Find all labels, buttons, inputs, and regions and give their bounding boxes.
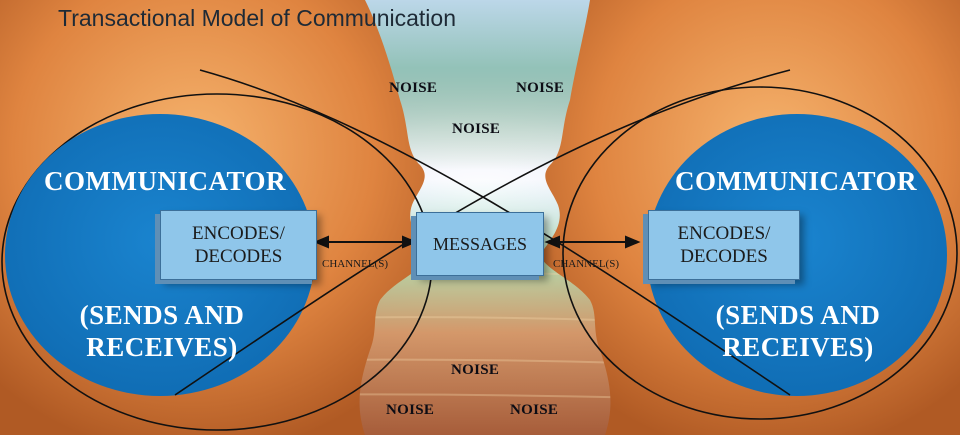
left-communicator-heading: COMMUNICATOR	[44, 166, 286, 196]
diagram-title: Transactional Model of Communication	[58, 5, 456, 31]
left-sub-line1: (SENDS AND	[79, 300, 245, 330]
right-outer-ellipse	[562, 86, 958, 420]
right-communicator-heading: COMMUNICATOR	[675, 166, 917, 196]
left-arrowhead-right	[402, 235, 418, 249]
right-arrowhead-right	[625, 235, 641, 249]
noise-label-bottom-left: NOISE	[386, 402, 435, 418]
right-communicator-subtitle: (SENDS AND RECEIVES)	[648, 299, 948, 363]
left-communicator-subtitle: (SENDS AND RECEIVES)	[12, 299, 312, 363]
noise-label-bottom-right: NOISE	[510, 402, 559, 418]
right-arrowhead-left	[544, 235, 560, 249]
right-box-line1: ENCODES/	[677, 223, 771, 244]
messages-box: MESSAGES	[416, 212, 544, 276]
noise-label-top-center: NOISE	[452, 121, 501, 137]
channel-arrows	[313, 235, 641, 249]
left-box-line2: DECODES	[194, 246, 283, 267]
noise-label-bottom-center: NOISE	[451, 362, 500, 378]
right-box-line2: DECODES	[680, 246, 768, 267]
right-channel-label: CHANNEL(S)	[553, 258, 619, 270]
noise-label-top-left: NOISE	[389, 80, 438, 96]
left-sub-line2: RECEIVES)	[86, 332, 238, 362]
left-arrowhead-left	[313, 235, 329, 249]
left-box-line1: ENCODES/	[192, 223, 285, 244]
noise-lines	[174, 69, 791, 396]
noise-label-top-right: NOISE	[516, 80, 565, 96]
right-sub-line2: RECEIVES)	[722, 332, 874, 362]
left-encodes-decodes-box: ENCODES/ DECODES	[160, 210, 317, 280]
noise-line-up	[174, 69, 791, 396]
noise-line-down	[199, 69, 791, 396]
right-encodes-decodes-box: ENCODES/ DECODES	[648, 210, 800, 280]
left-channel-label: CHANNEL(S)	[322, 258, 388, 270]
right-sub-line1: (SENDS AND	[715, 300, 881, 330]
